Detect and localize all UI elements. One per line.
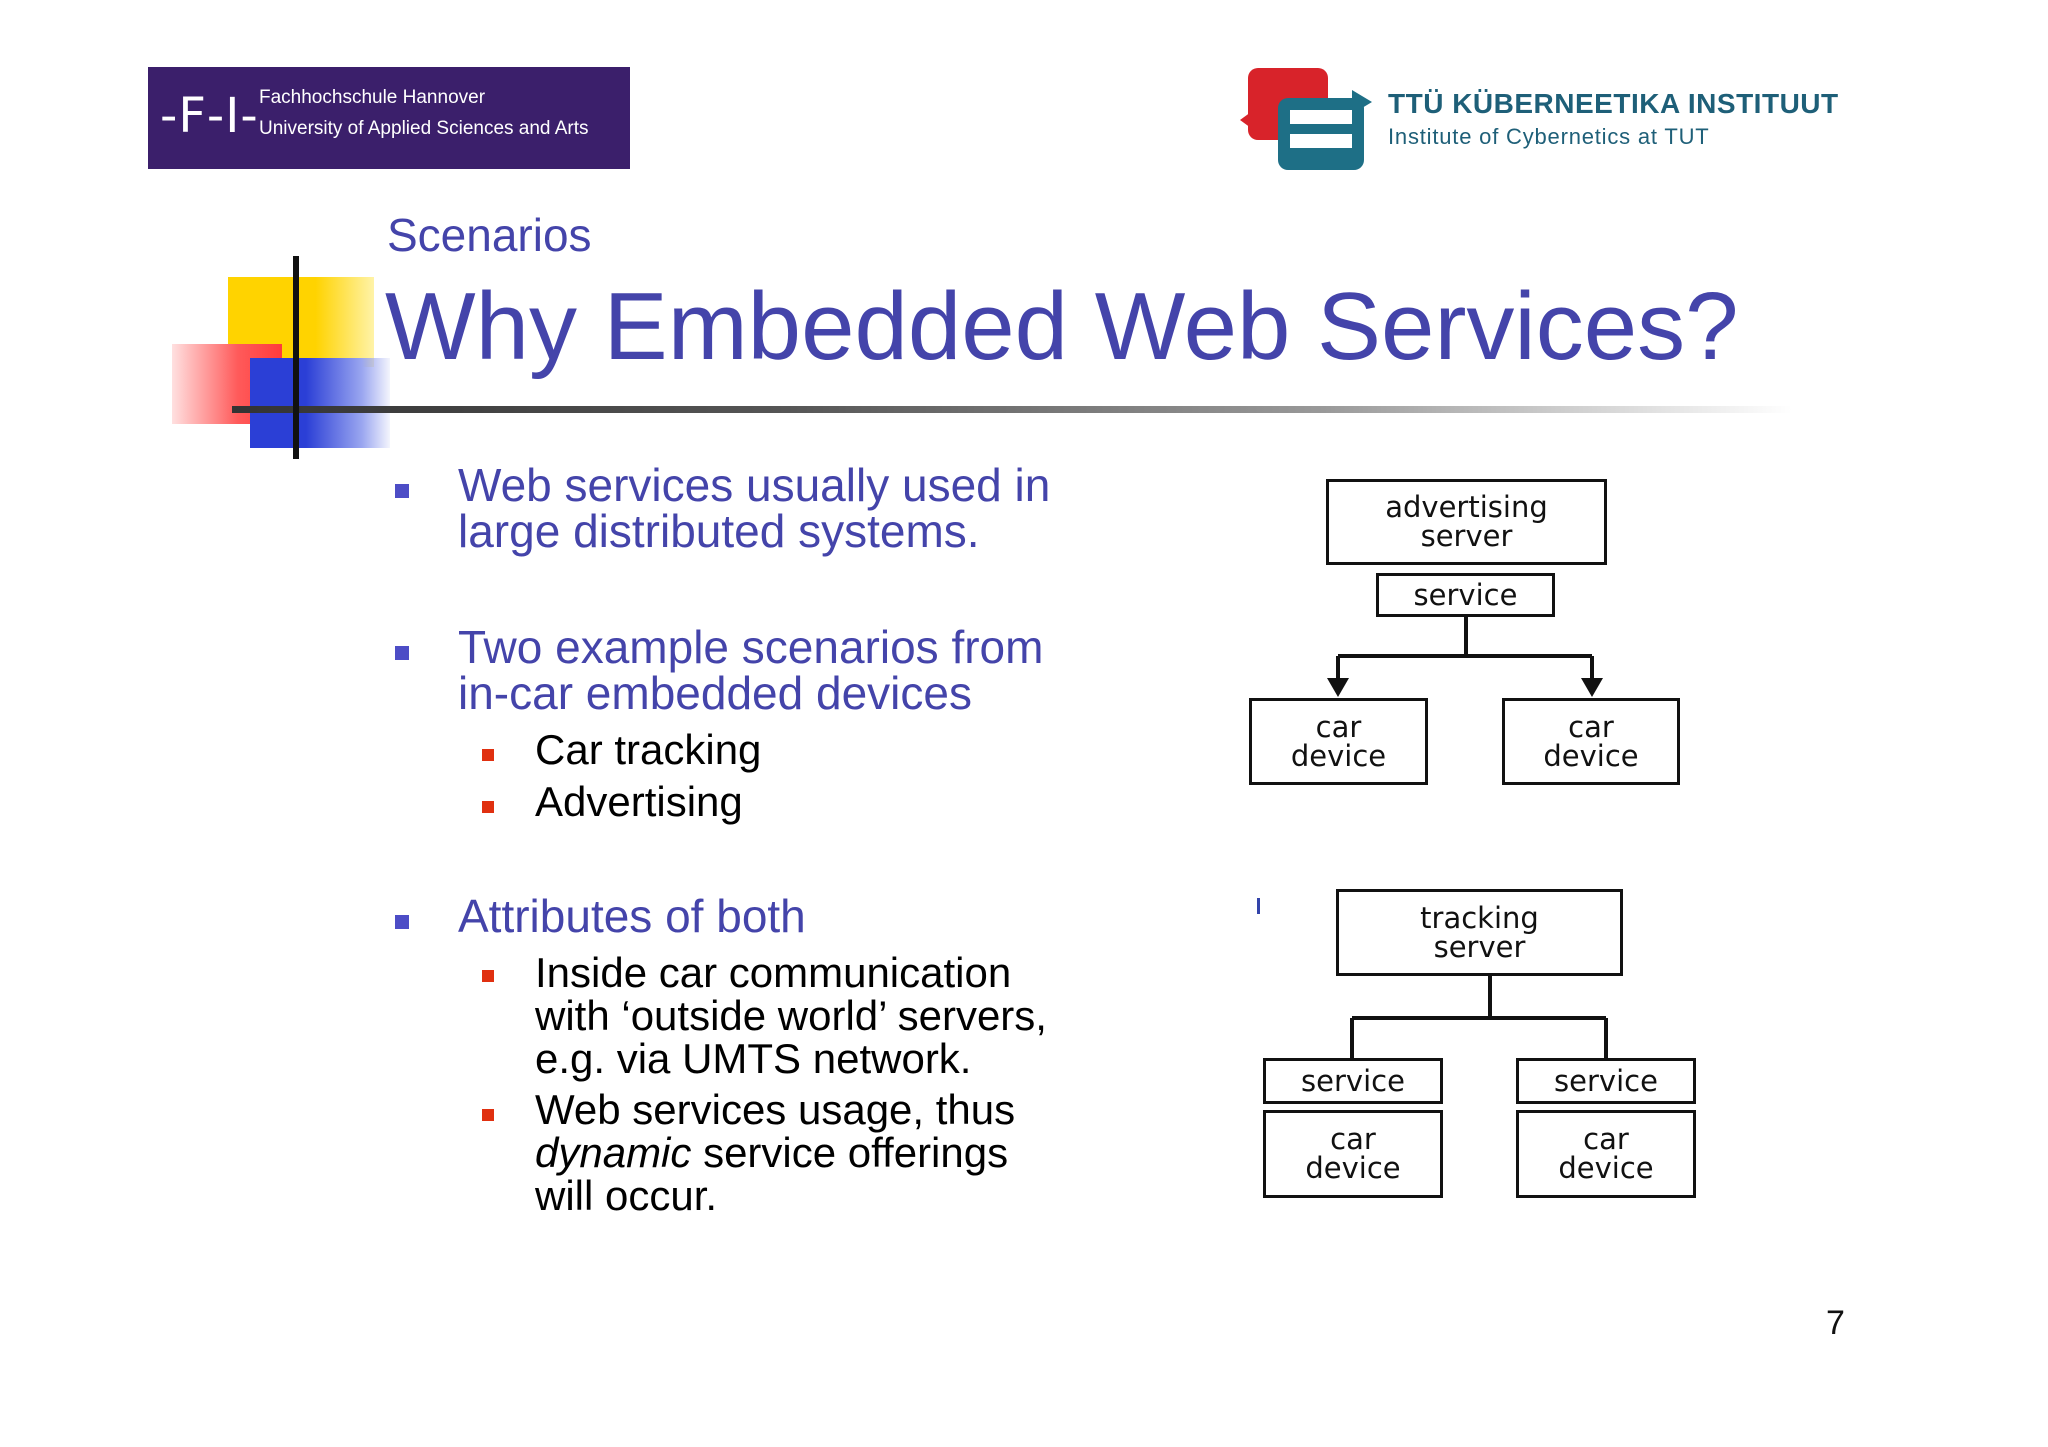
slide-title: Why Embedded Web Services? (385, 273, 1739, 380)
box-label: tracking (1420, 900, 1539, 935)
sub-bullet-marker (482, 1109, 494, 1121)
bullet-text-line: Inside car communication (535, 949, 1012, 996)
stray-mark (1257, 898, 1260, 914)
sub-bullet-web-services-usage: Web services usage, thus dynamic service… (535, 1088, 1115, 1217)
box-label: service (1554, 1063, 1658, 1098)
decorative-blue-square (250, 358, 390, 448)
ttu-logo-subtitle: Institute of Cybernetics at TUT (1388, 124, 1710, 149)
tracking-service-box: service (1263, 1058, 1443, 1104)
bullet-text-line: with ‘outside world’ servers, (535, 992, 1047, 1039)
box-label: server (1433, 929, 1526, 964)
advertising-service-box: service (1376, 573, 1555, 617)
box-label: device (1558, 1151, 1654, 1185)
box-label: advertising (1385, 490, 1548, 524)
bullet-text-line: e.g. via UMTS network. (535, 1035, 972, 1082)
sub-bullet-marker (482, 801, 494, 813)
box-label: car (1315, 709, 1362, 744)
bullet-text-line: Web services usage, thus (535, 1086, 1016, 1133)
fh-hannover-logo: -F-I- Fachhochschule Hannover University… (148, 67, 630, 169)
ttu-cybernetics-logo: TTÜ KÜBERNEETIKA INSTITUUT Institute of … (1240, 62, 1900, 174)
sub-bullet-marker (482, 970, 494, 982)
bullet-marker (395, 484, 409, 498)
fh-logo-tagline: University of Applied Sciences and Arts (259, 118, 589, 139)
bullet-text-rest: service offerings (691, 1129, 1009, 1176)
bullet-text-line: Two example scenarios from (458, 621, 1044, 673)
bullet-large-systems: Web services usually used in large distr… (458, 462, 1178, 554)
sub-bullet-car-tracking: Car tracking (535, 726, 762, 773)
ttu-emblem-icon (1240, 68, 1372, 170)
bullet-text-line: Web services usually used in (458, 459, 1051, 511)
bullet-text-line: large distributed systems. (458, 505, 980, 557)
box-label: device (1305, 1151, 1401, 1185)
sub-bullet-inside-car: Inside car communication with ‘outside w… (535, 951, 1115, 1080)
sub-bullet-marker (482, 749, 494, 761)
box-label: car (1330, 1122, 1376, 1156)
page-number: 7 (1826, 1304, 1845, 1342)
title-underline (232, 406, 1792, 413)
box-label: service (1301, 1063, 1405, 1098)
arrow-down-icon (1581, 678, 1603, 697)
box-label: service (1413, 577, 1518, 612)
box-label: server (1420, 519, 1513, 553)
box-label: device (1290, 738, 1387, 773)
bullet-text-line: dynamic service offerings (535, 1131, 1115, 1174)
fh-logo-name: Fachhochschule Hannover (259, 87, 486, 108)
arrow-down-icon (1327, 678, 1349, 697)
fh-logo-mark: -F-I- (160, 88, 259, 144)
sub-bullet-advertising: Advertising (535, 778, 743, 825)
slide-subtitle: Scenarios (387, 209, 592, 261)
bullet-example-scenarios: Two example scenarios from in-car embedd… (458, 624, 1178, 716)
box-label: device (1543, 738, 1639, 773)
bullet-marker (395, 915, 409, 929)
box-label: car (1583, 1122, 1629, 1156)
tracking-service-box: service (1516, 1058, 1696, 1104)
bullet-text-line: in-car embedded devices (458, 667, 972, 719)
decorative-vertical-line (293, 256, 299, 459)
ttu-logo-title: TTÜ KÜBERNEETIKA INSTITUUT (1388, 88, 1839, 119)
box-label: car (1568, 709, 1614, 744)
bullet-attributes: Attributes of both (458, 890, 806, 942)
emphasis-dynamic: dynamic (535, 1129, 692, 1176)
bullet-text-line: will occur. (535, 1172, 718, 1219)
bullet-marker (395, 646, 409, 660)
